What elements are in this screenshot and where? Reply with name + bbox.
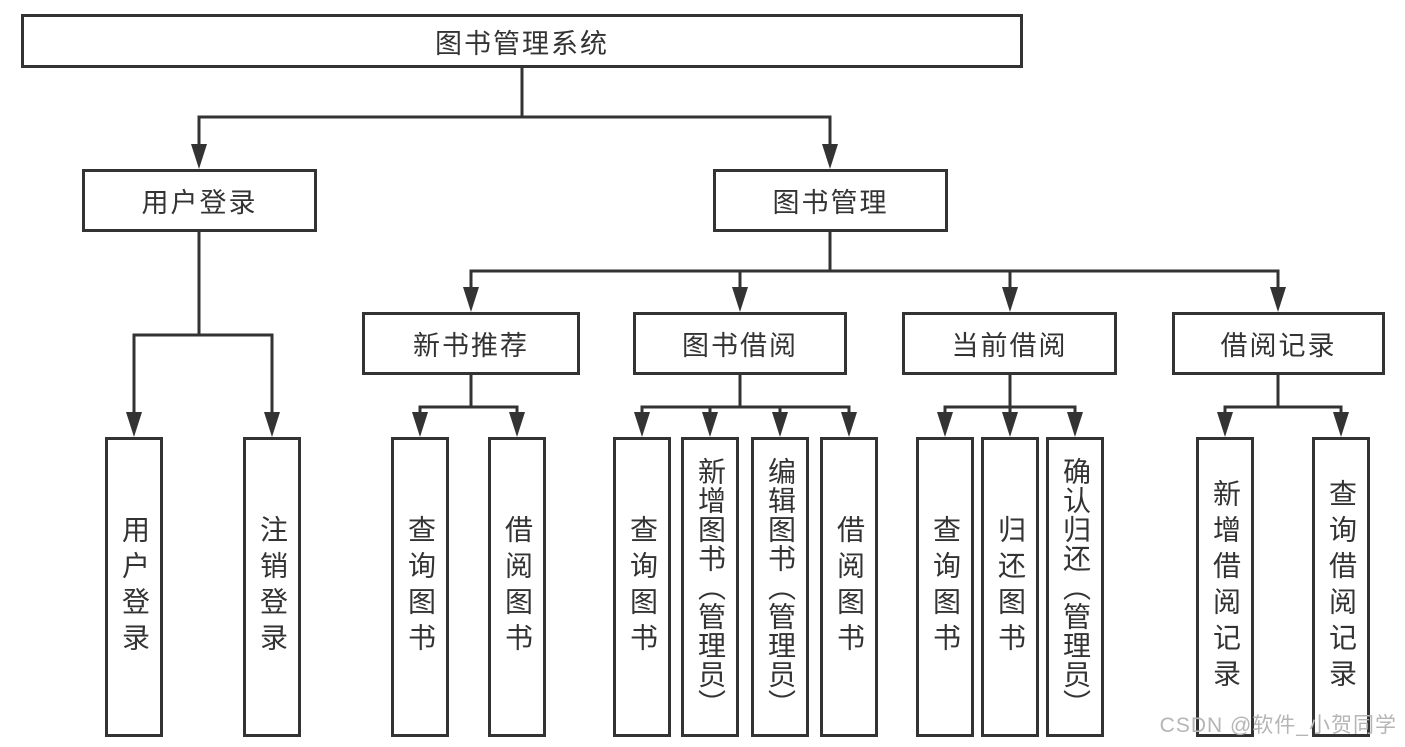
leaf-label: 查询图书 xyxy=(930,515,961,659)
leaf-label: 新增借阅记录 xyxy=(1210,479,1241,695)
arrowhead-icon xyxy=(1270,287,1286,312)
leaf-label: 确认归还（管理员） xyxy=(1060,456,1091,718)
leaf-label: 注销登录 xyxy=(257,515,288,659)
node-book-management: 图书管理 xyxy=(713,169,948,232)
leaf-user-login: 用户登录 xyxy=(105,437,163,737)
leaf-label: 用户登录 xyxy=(119,515,150,659)
arrowhead-icon xyxy=(841,412,857,437)
node-label: 图书管理系统 xyxy=(435,28,609,59)
node-user-login: 用户登录 xyxy=(82,169,317,232)
node-current-borrow: 当前借阅 xyxy=(902,312,1117,375)
node-book-borrow: 图书借阅 xyxy=(633,312,847,375)
arrowhead-icon xyxy=(702,412,718,437)
arrowhead-icon xyxy=(191,144,207,169)
leaf-label: 查询借阅记录 xyxy=(1326,479,1357,695)
csdn-watermark: CSDN @软件_小贺同学 xyxy=(1159,714,1397,737)
connector-book-management-branch xyxy=(469,230,1280,291)
leaf-records-query-record: 查询借阅记录 xyxy=(1312,437,1370,737)
leaf-label: 查询图书 xyxy=(627,515,658,659)
arrowhead-icon xyxy=(412,412,428,437)
leaf-label: 借阅图书 xyxy=(834,515,865,659)
arrowhead-icon xyxy=(1067,412,1083,437)
node-label: 借阅记录 xyxy=(1220,331,1337,361)
leaf-borrow-add-book-admin: 新增图书（管理员） xyxy=(681,437,739,737)
arrowhead-icon xyxy=(772,412,788,437)
leaf-label: 查询图书 xyxy=(405,515,436,659)
arrowhead-icon xyxy=(1217,412,1233,437)
arrowhead-icon xyxy=(264,412,280,437)
arrowhead-icon xyxy=(634,412,650,437)
arrowhead-icon xyxy=(126,412,142,437)
leaf-logout: 注销登录 xyxy=(243,437,301,737)
connector-borrow-records-branch xyxy=(1223,373,1343,416)
leaf-label: 编辑图书（管理员） xyxy=(765,456,796,718)
connector-user-login-branch xyxy=(132,230,274,416)
leaf-current-return-book: 归还图书 xyxy=(981,437,1039,737)
leaf-newrec-borrow-book: 借阅图书 xyxy=(488,437,546,737)
arrowhead-icon xyxy=(1002,412,1018,437)
node-label: 图书借阅 xyxy=(682,331,798,361)
arrowhead-icon xyxy=(463,287,479,312)
leaf-label: 借阅图书 xyxy=(502,515,533,659)
connector-root-to-level2 xyxy=(197,66,832,148)
arrowhead-icon xyxy=(1002,287,1018,312)
connector-current-borrow-branch xyxy=(943,373,1077,416)
leaf-newrec-query-book: 查询图书 xyxy=(391,437,449,737)
arrowhead-icon xyxy=(822,144,838,169)
node-label: 当前借阅 xyxy=(951,331,1068,361)
node-root-system: 图书管理系统 xyxy=(21,14,1023,68)
leaf-current-confirm-return-admin: 确认归还（管理员） xyxy=(1046,437,1104,737)
arrowhead-icon xyxy=(509,412,525,437)
connector-new-book-recommend-branch xyxy=(418,373,519,416)
leaf-borrow-edit-book-admin: 编辑图书（管理员） xyxy=(751,437,809,737)
leaf-current-query-book: 查询图书 xyxy=(916,437,974,737)
leaf-records-add-record: 新增借阅记录 xyxy=(1196,437,1254,737)
leaf-label: 新增图书（管理员） xyxy=(695,456,726,718)
leaf-borrow-borrow-book: 借阅图书 xyxy=(820,437,878,737)
node-label: 图书管理 xyxy=(772,188,889,218)
leaf-borrow-query-book: 查询图书 xyxy=(613,437,671,737)
arrowhead-icon xyxy=(732,287,748,312)
arrowhead-icon xyxy=(1333,412,1349,437)
connector-book-borrow-branch xyxy=(640,373,851,416)
node-label: 用户登录 xyxy=(141,188,258,218)
node-borrow-records: 借阅记录 xyxy=(1172,312,1385,375)
leaf-label: 归还图书 xyxy=(995,515,1026,659)
arrowhead-icon xyxy=(937,412,953,437)
node-new-book-recommend: 新书推荐 xyxy=(362,312,580,375)
node-label: 新书推荐 xyxy=(413,331,529,361)
